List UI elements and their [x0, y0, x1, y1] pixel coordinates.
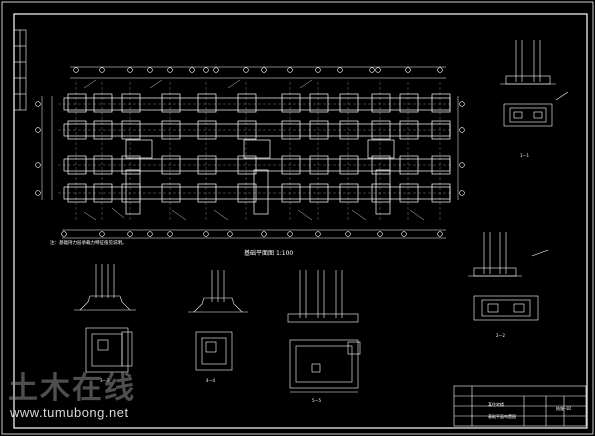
detail-section-mid-right [468, 232, 549, 321]
title-block [453, 385, 587, 427]
footings [67, 93, 451, 203]
watermark-logo: 土木在线 [8, 371, 136, 406]
title-block-project: 某住宅楼 [488, 402, 504, 407]
plan-title-text: 基础平面图 [244, 250, 275, 257]
title-block-drawing-name: 基础平面布置图 [488, 414, 516, 419]
axis-bubbles-top [73, 67, 443, 73]
section-label: 1—1 [520, 153, 530, 158]
section-label: 2—2 [496, 333, 506, 338]
sheet-border-inner [13, 13, 588, 429]
watermark-url: www.tumubong.net [10, 405, 129, 420]
plan-scale: 1:100 [275, 250, 294, 257]
detail-section-top-right [500, 40, 569, 127]
binding-strip [13, 29, 27, 111]
section-label: 4—4 [206, 378, 216, 383]
section-label: 3—3 [100, 378, 110, 383]
foundation-plan [35, 66, 465, 239]
detail-section-bottom-2 [188, 270, 248, 371]
section-label: 5—5 [312, 398, 322, 403]
detail-section-bottom-3 [287, 270, 361, 393]
plan-title: 基础平面图 1:100 [244, 248, 293, 257]
detail-section-bottom-1 [74, 264, 136, 373]
axis-bubbles-bottom [61, 231, 443, 237]
title-block-drawing-number: 结施-02 [556, 406, 572, 411]
axis-bubbles-side [35, 101, 465, 196]
general-note: 注：基础持力层承载力特征值见说明。 [50, 241, 127, 246]
